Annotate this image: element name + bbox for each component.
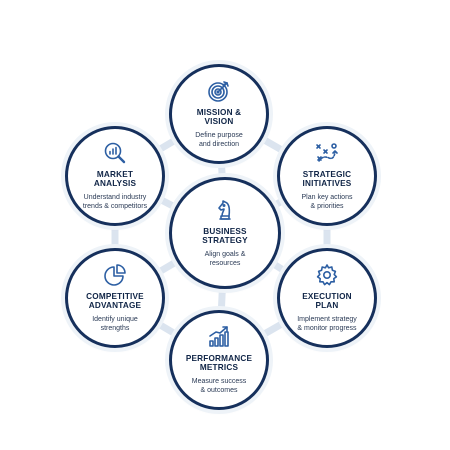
node-business-strategy: BUSINESS STRATEGY Align goals & resource… — [169, 177, 281, 289]
magnifier-chart-icon — [103, 141, 127, 165]
node-description: Align goals & resources — [204, 251, 246, 268]
target-icon — [207, 79, 231, 103]
node-title: MISSION & VISION — [196, 107, 242, 127]
node-title: COMPETITIVE ADVANTAGE — [86, 291, 144, 311]
node-description: Implement strategy & monitor progress — [297, 316, 357, 333]
node-title: PERFORMANCE METRICS — [185, 353, 253, 373]
node-mission-vision: MISSION & VISION Define purpose and dire… — [169, 64, 269, 164]
node-title: BUSINESS STRATEGY — [202, 226, 248, 246]
node-description: Define purpose and direction — [195, 132, 243, 149]
node-title: STRATEGIC INITIATIVES — [302, 169, 352, 189]
node-performance-metrics: PERFORMANCE METRICS Measure success & ou… — [169, 310, 269, 410]
node-description: Measure success & outcomes — [191, 378, 247, 395]
knight-chess-icon — [213, 198, 237, 222]
play-diagram-icon — [315, 141, 339, 165]
node-title: EXECUTION PLAN — [302, 291, 352, 311]
node-description: Plan key actions & priorities — [301, 194, 353, 211]
node-description: Identify unique strengths — [92, 316, 138, 333]
node-competitive-advantage: COMPETITIVE ADVANTAGE Identify unique st… — [65, 248, 165, 348]
bar-chart-growth-icon — [207, 325, 231, 349]
node-market-analysis: MARKET ANALYSIS Understand industry tren… — [65, 126, 165, 226]
pie-chart-icon — [103, 263, 127, 287]
gear-icon — [315, 263, 339, 287]
node-strategic-initiatives: STRATEGIC INITIATIVES Plan key actions &… — [277, 126, 377, 226]
node-title: MARKET ANALYSIS — [93, 169, 137, 189]
node-description: Understand industry trends & competitors — [82, 194, 148, 211]
node-execution-plan: EXECUTION PLAN Implement strategy & moni… — [277, 248, 377, 348]
